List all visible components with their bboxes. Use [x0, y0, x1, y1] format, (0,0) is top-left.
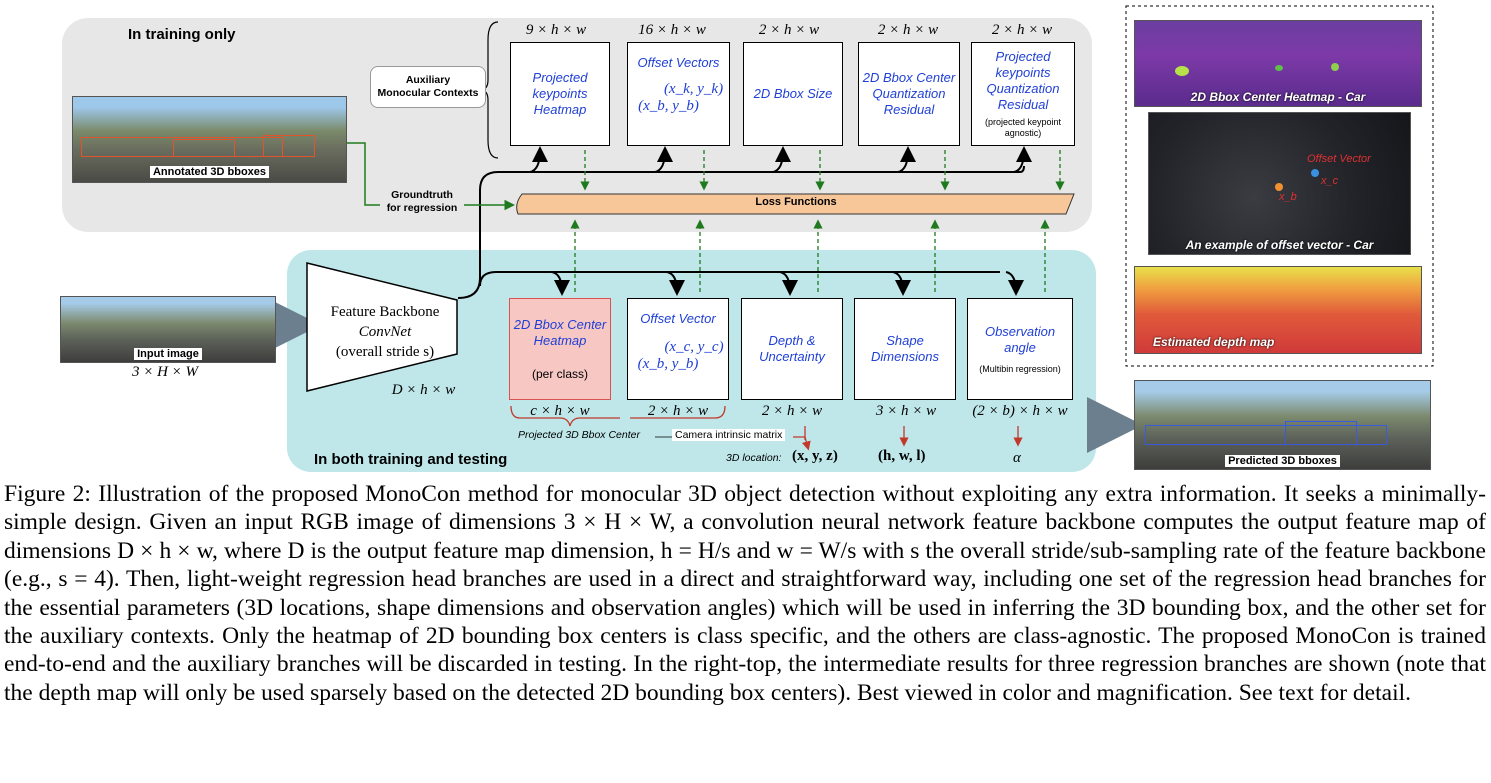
groundtruth-label: Groundtruth for regression: [380, 186, 464, 218]
predicted-image-label: Predicted 3D bboxes: [1225, 455, 1340, 467]
input-image-label: Input image: [134, 348, 202, 360]
aux-head-4-dims: 2 × h × w: [877, 22, 939, 38]
main-head-1-dims: c × h × w: [530, 403, 590, 419]
backbone-output-dims: D × h × w: [391, 382, 456, 398]
aux-head-2-math-center: (x_b, y_b): [638, 98, 699, 114]
aux-head-keypoint-residual: Projected keypoints Quantization Residua…: [971, 42, 1075, 146]
aux-head-2-label: Offset Vectors: [637, 55, 720, 70]
main-head-2-label: Offset Vector: [640, 311, 716, 326]
shape-output: (h, w, l): [878, 448, 926, 464]
main-head-1-note: (per class): [531, 367, 588, 381]
main-head-1-label: 2D Bbox Center Heatmap: [513, 317, 607, 348]
depth-inset: Estimated depth map: [1134, 266, 1422, 354]
heatmap-inset: 2D Bbox Center Heatmap - Car: [1134, 20, 1422, 107]
backbone-stride: (overall stride s): [335, 344, 435, 360]
main-head-5-label: Observation angle: [984, 323, 1056, 355]
angle-output: α: [1013, 450, 1021, 466]
aux-head-center-residual: 2D Bbox Center Quantization Residual: [858, 42, 960, 146]
offset-inset-vector-label: Offset Vector: [1307, 153, 1371, 165]
aux-head-1-dims: 9 × h × w: [525, 22, 587, 38]
backbone-subtitle: ConvNet: [358, 324, 412, 340]
main-head-2-dims: 2 × h × w: [647, 403, 709, 419]
loss-functions-label: Loss Functions: [755, 196, 837, 208]
camera-intrinsic-label: Camera intrinsic matrix: [672, 429, 786, 441]
main-head-4-label: Shape Dimensions: [871, 333, 939, 364]
feature-backbone: Feature Backbone ConvNet (overall stride…: [305, 262, 459, 392]
both-region-title: In both training and testing: [314, 451, 508, 468]
main-head-2-math-box: (x_b, y_b): [637, 356, 699, 372]
main-head-offset-vector: Offset Vector (x_c, y_c) (x_b, y_b): [627, 298, 729, 400]
predicted-image: Predicted 3D bboxes: [1134, 380, 1431, 470]
aux-head-1-label: Projected keypoints Heatmap: [532, 70, 588, 117]
aux-head-5-dims: 2 × h × w: [991, 22, 1053, 38]
aux-head-keypoint-heatmap: Projected keypoints Heatmap: [510, 42, 610, 146]
backbone-title: Feature Backbone: [330, 304, 440, 320]
annotated-image-label: Annotated 3D bboxes: [149, 166, 270, 178]
aux-head-3-dims: 2 × h × w: [758, 22, 820, 38]
aux-head-5-label: Projected keypoints Quantization Residua…: [986, 49, 1060, 112]
aux-head-2-dims: 16 × h × w: [638, 22, 706, 38]
offset-inset-xc: x_c: [1321, 175, 1339, 187]
offset-inset-xb: x_b: [1279, 191, 1297, 203]
aux-trunk: [457, 165, 1025, 299]
aux-head-3-label: 2D Bbox Size: [753, 86, 833, 101]
main-head-center-heatmap: 2D Bbox Center Heatmap (per class): [509, 298, 611, 400]
main-head-depth: Depth & Uncertainty: [741, 298, 843, 400]
loss-functions-bar: Loss Functions: [516, 193, 1076, 215]
main-head-shape: Shape Dimensions: [854, 298, 956, 400]
main-head-4-dims: 3 × h × w: [875, 403, 937, 419]
aux-head-5-note: (projected keypoint agnostic): [984, 117, 1062, 138]
training-only-title: In training only: [128, 26, 236, 43]
aux-head-4-label: 2D Bbox Center Quantization Residual: [862, 70, 956, 117]
projected-center-label: Projected 3D Bbox Center: [518, 429, 640, 441]
aux-context-label: Auxiliary Monocular Contexts: [370, 66, 486, 108]
aux-head-bbox-size: 2D Bbox Size: [743, 42, 843, 146]
main-head-angle: Observation angle (Multibin regression): [967, 298, 1073, 400]
input-dims: 3 × H × W: [131, 364, 199, 380]
main-head-5-dims: (2 × b) × h × w: [972, 403, 1068, 419]
location-label: 3D location:: [726, 452, 782, 464]
main-head-3-dims: 2 × h × w: [761, 403, 823, 419]
main-head-2-math-center: (x_c, y_c): [664, 339, 724, 355]
aux-head-offset-vectors: Offset Vectors (x_k, y_k) (x_b, y_b): [627, 42, 730, 146]
aux-head-2-math-keypoint: (x_k, y_k): [663, 81, 724, 97]
heatmap-inset-label: 2D Bbox Center Heatmap - Car: [1190, 90, 1366, 104]
offset-inset-label: An example of offset vector - Car: [1185, 238, 1374, 252]
main-head-5-note: (Multibin regression): [979, 363, 1061, 374]
offset-inset: Offset Vector x_b x_c An example of offs…: [1148, 112, 1411, 255]
main-head-3-label: Depth & Uncertainty: [759, 333, 825, 364]
main-trunk: [479, 271, 1000, 287]
annotated-image: Annotated 3D bboxes: [72, 96, 347, 183]
input-image: Input image: [60, 296, 276, 363]
depth-inset-label: Estimated depth map: [1153, 335, 1275, 349]
figure-caption: Figure 2: Illustration of the proposed M…: [4, 481, 1486, 706]
location-output: (x, y, z): [792, 448, 838, 464]
